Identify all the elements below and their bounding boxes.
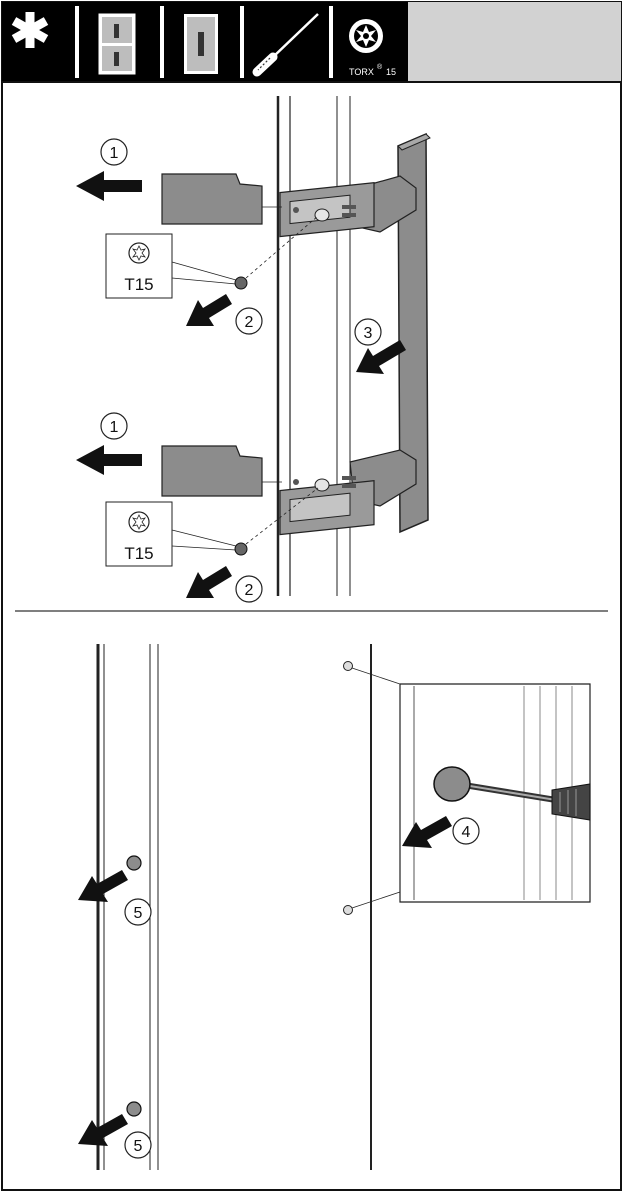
callout-2-top: 2: [235, 307, 263, 335]
svg-text:4: 4: [462, 824, 471, 841]
torx-bit-icon: [128, 242, 150, 264]
arrow-remove-bottom-cap: [76, 445, 142, 475]
torx-registered-mark: ®: [377, 63, 383, 71]
tool-box-bottom: T15: [105, 501, 237, 567]
svg-text:3: 3: [364, 325, 373, 342]
arrow-pull-handle: [356, 340, 406, 374]
arrow-insert-plug-top: [78, 870, 128, 902]
callout-1-top: 1: [100, 138, 128, 166]
screw-hole-bottom: [343, 891, 401, 915]
step-insert-plugs: 4 5 5: [78, 644, 591, 1170]
bottom-screw: [234, 487, 319, 556]
top-screw: [234, 215, 319, 290]
callout-2-bottom: 2: [235, 575, 263, 603]
arrow-unscrew-bottom: [186, 566, 232, 598]
svg-text:1: 1: [110, 419, 119, 436]
tool-box-top: T15: [105, 233, 237, 299]
plug-top: [126, 855, 142, 871]
callout-5-bottom: 5: [124, 1131, 152, 1159]
arrow-remove-top-cap: [76, 171, 142, 201]
torx-star-icon: [349, 19, 383, 53]
door-handle-icon: [184, 14, 218, 74]
callout-5-top: 5: [124, 898, 152, 926]
screw-hole-top: [343, 661, 401, 685]
tool-label: T15: [124, 275, 153, 294]
bottom-mount-bracket: [279, 476, 375, 536]
top-mount-bracket: [279, 182, 375, 238]
callout-3: 3: [354, 318, 382, 346]
torx-bit-icon: [128, 511, 150, 533]
callout-1-bottom: 1: [100, 412, 128, 440]
svg-text:5: 5: [134, 1138, 143, 1155]
fridge-freezer-door-icon: [98, 13, 136, 75]
arrow-insert-plug-bottom: [78, 1114, 128, 1146]
svg-text:2: 2: [245, 314, 254, 331]
toolbar-empty-panel: [408, 2, 621, 82]
plug-bottom: [126, 1101, 142, 1117]
callout-4: 4: [452, 817, 480, 845]
svg-text:5: 5: [134, 905, 143, 922]
top-cover-cap: [161, 173, 282, 225]
arrow-pry-cap: [402, 816, 452, 848]
toolbar: TORX ® 15: [2, 2, 621, 83]
bottom-cover-cap: [161, 445, 282, 497]
screwdriver-in-detail: [433, 766, 591, 821]
svg-text:1: 1: [110, 145, 119, 162]
torx-size: 15: [386, 67, 396, 77]
detail-magnifier: [399, 683, 591, 903]
tool-label: T15: [124, 544, 153, 563]
step-remove-handle: T15 T15 1 1 2 2 3: [76, 96, 431, 603]
arrow-unscrew-top: [186, 294, 232, 326]
svg-text:2: 2: [245, 582, 254, 599]
screwdriver-icon: [252, 13, 319, 77]
torx-label: TORX: [349, 67, 374, 77]
asterisk-icon: [11, 12, 49, 48]
